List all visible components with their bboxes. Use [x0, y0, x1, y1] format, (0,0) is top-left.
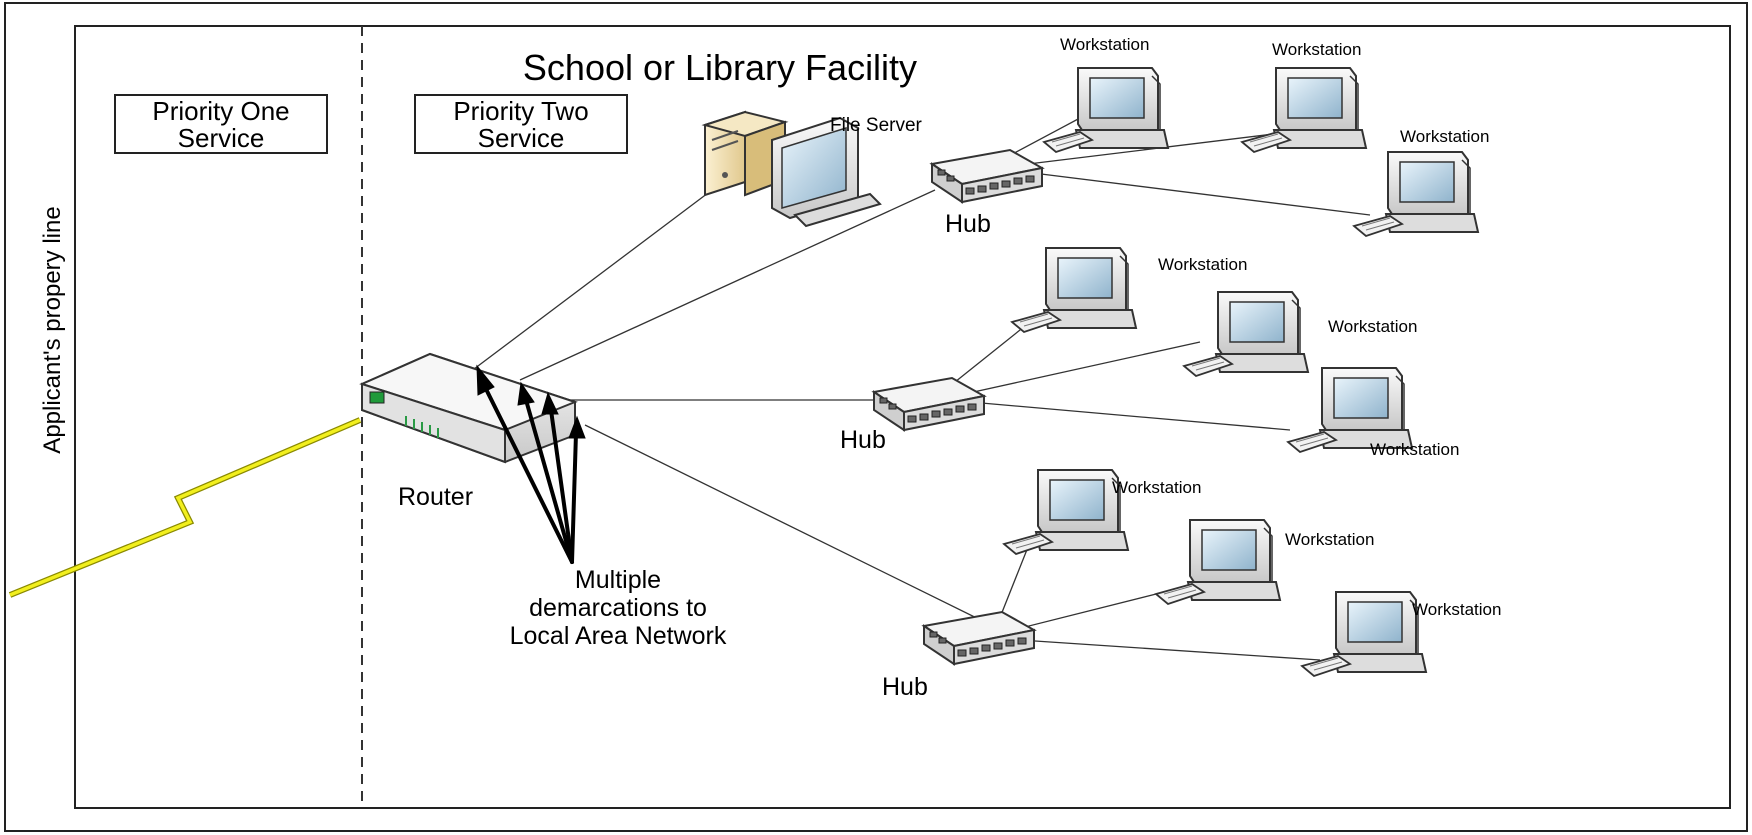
workstation-4-icon [1011, 247, 1137, 333]
workstation-5-icon [1183, 291, 1309, 377]
workstation-5-label: Workstation [1328, 317, 1417, 336]
workstation-4-label: Workstation [1158, 255, 1247, 274]
workstation-2-label: Workstation [1272, 40, 1361, 59]
hub-3-label: Hub [882, 673, 928, 701]
workstation-1-icon [1043, 67, 1169, 153]
router-icon [359, 352, 578, 464]
priority-two-line2: Service [478, 123, 565, 153]
workstation-3-label: Workstation [1400, 127, 1489, 146]
property-line-label: Applicant's propery line [39, 206, 66, 453]
workstation-3-icon [1353, 151, 1479, 237]
wan-link-bolt [9, 418, 361, 597]
workstation-1-label: Workstation [1060, 35, 1149, 54]
workstation-7-label: Workstation [1112, 478, 1201, 497]
hub-1-icon [931, 149, 1043, 203]
priority-two-box: Priority Two Service [414, 94, 628, 154]
workstation-2-icon [1241, 67, 1367, 153]
workstation-6-label: Workstation [1370, 440, 1459, 459]
workstation-8-icon [1155, 519, 1281, 605]
demarcation-note-line1: Multiple [575, 566, 661, 594]
hub-3-icon [923, 611, 1035, 665]
router-label: Router [398, 483, 473, 511]
demarcation-arrows [476, 364, 586, 564]
file-server-label: File Server [830, 115, 923, 136]
priority-one-line2: Service [178, 123, 265, 153]
workstation-8-label: Workstation [1285, 530, 1374, 549]
facility-frame [74, 25, 1731, 809]
priority-two-line1: Priority Two [453, 96, 588, 126]
file-server-icon [701, 110, 882, 228]
hub-1-label: Hub [945, 210, 991, 238]
hub-2-label: Hub [840, 426, 886, 454]
hub-2-icon [873, 377, 985, 431]
priority-one-box: Priority One Service [114, 94, 328, 154]
diagram-title: School or Library Facility [523, 47, 917, 88]
demarcation-note-line2: demarcations to [529, 594, 707, 622]
outer-frame [4, 2, 1748, 832]
workstation-9-icon [1301, 591, 1427, 677]
priority-one-line1: Priority One [152, 96, 289, 126]
demarcation-note-line3: Local Area Network [510, 622, 727, 650]
workstation-7-icon [1003, 469, 1129, 555]
workstation-9-label: Workstation [1412, 600, 1501, 619]
